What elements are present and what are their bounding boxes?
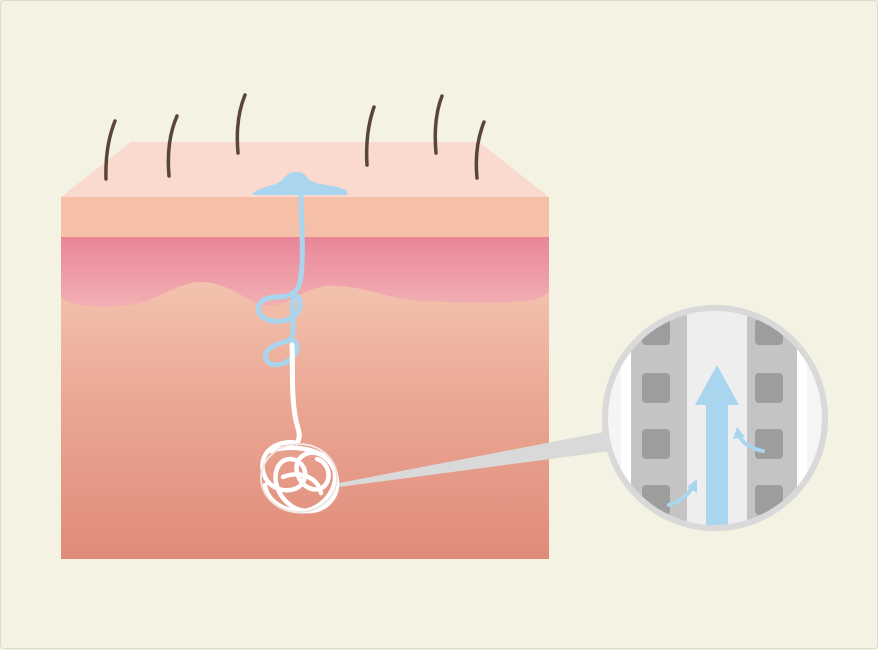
- hair-icon: [474, 120, 486, 180]
- hair-strands: [104, 93, 486, 181]
- magnifier-callout-icon: [602, 305, 828, 531]
- hair-icon: [433, 94, 444, 155]
- hair-icon: [235, 93, 247, 155]
- epidermis-layer: [61, 197, 549, 237]
- hair-icon: [166, 114, 179, 178]
- hair-icon: [364, 105, 376, 167]
- skin-surface: [61, 142, 549, 197]
- flow-arrow-icon: [695, 365, 739, 528]
- sweat-droplet-icon: [253, 171, 347, 195]
- hair-icon: [104, 119, 117, 181]
- sweat-duct-lower: [289, 342, 302, 446]
- magnifier-connector: [339, 431, 611, 487]
- sweat-duct: [255, 190, 305, 368]
- dermis-layer: [61, 237, 549, 307]
- gland-coil-icon: [260, 440, 340, 514]
